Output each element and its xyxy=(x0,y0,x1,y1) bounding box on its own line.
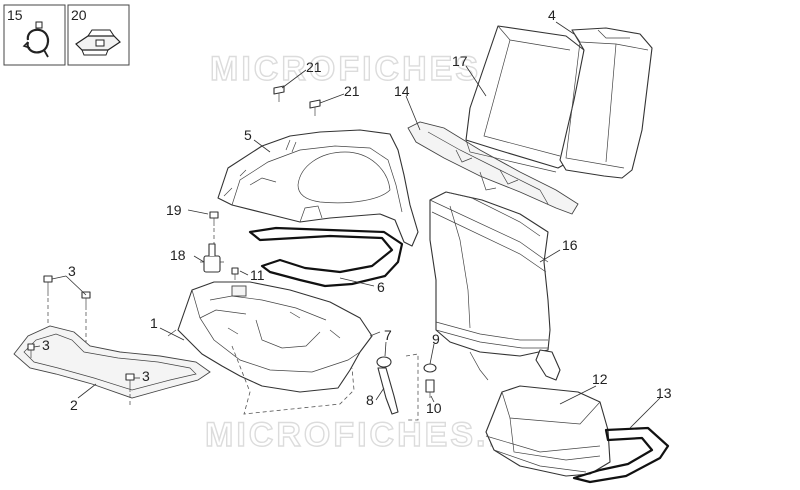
hose-guide xyxy=(405,353,419,421)
part-2-base-plate[interactable] xyxy=(13,325,211,399)
hose-clamp-icon xyxy=(22,21,50,58)
inset-box-15-number: 15 xyxy=(7,7,23,23)
callout-21-b[interactable]: 21 xyxy=(344,83,360,99)
part-13-filter-seal[interactable] xyxy=(572,426,670,484)
assembly-dashed-outline xyxy=(231,345,355,415)
screw-21-a[interactable] xyxy=(273,85,285,102)
callout-7[interactable]: 7 xyxy=(384,327,392,343)
callout-10[interactable]: 10 xyxy=(426,400,442,416)
part-14-frame-bracket[interactable] xyxy=(407,121,579,215)
callout-13[interactable]: 13 xyxy=(656,385,672,401)
callout-16[interactable]: 16 xyxy=(562,237,578,253)
part-17-inner-duct[interactable] xyxy=(465,25,585,173)
callout-21-a[interactable]: 21 xyxy=(306,59,322,75)
inset-box-20[interactable]: 20 xyxy=(67,4,130,66)
callout-3-left[interactable]: 3 xyxy=(42,337,50,353)
part-9-grommet[interactable] xyxy=(423,363,437,373)
callout-2[interactable]: 2 xyxy=(70,397,78,413)
part-4-duct-cover[interactable] xyxy=(559,27,653,179)
callout-14[interactable]: 14 xyxy=(394,83,410,99)
callout-6[interactable]: 6 xyxy=(377,279,385,295)
callout-4[interactable]: 4 xyxy=(548,7,556,23)
inset-box-15-frame xyxy=(3,4,66,66)
spring-clip-icon xyxy=(75,29,121,56)
part-5-airbox-cover[interactable] xyxy=(217,129,419,247)
callout-1[interactable]: 1 xyxy=(150,315,158,331)
callout-3-right[interactable]: 3 xyxy=(142,368,150,384)
part-12-air-filter[interactable] xyxy=(485,385,611,477)
screw-21-b[interactable] xyxy=(309,99,321,116)
leader-lines xyxy=(33,21,661,429)
inset-box-15[interactable]: 15 xyxy=(3,4,66,66)
screw-3-a[interactable] xyxy=(43,275,53,296)
screw-3-c[interactable] xyxy=(27,343,35,358)
callout-19[interactable]: 19 xyxy=(166,202,182,218)
screw-3-d[interactable] xyxy=(125,373,135,392)
callout-8[interactable]: 8 xyxy=(366,392,374,408)
callout-5[interactable]: 5 xyxy=(244,127,252,143)
part-16-intake-duct[interactable] xyxy=(429,191,561,381)
callout-9[interactable]: 9 xyxy=(432,331,440,347)
callout-18[interactable]: 18 xyxy=(170,247,186,263)
part-1-airbox-lower[interactable] xyxy=(167,281,381,393)
callout-3-top[interactable]: 3 xyxy=(68,263,76,279)
screw-11[interactable] xyxy=(231,267,239,280)
callout-12[interactable]: 12 xyxy=(592,371,608,387)
callout-17[interactable]: 17 xyxy=(452,53,468,69)
callout-11[interactable]: 11 xyxy=(250,267,265,283)
part-7-hose-clamp[interactable] xyxy=(376,356,392,368)
screw-19[interactable] xyxy=(209,211,219,226)
inset-box-20-number: 20 xyxy=(71,7,87,23)
part-8-drain-hose[interactable] xyxy=(377,367,399,415)
part-6-cover-gasket[interactable] xyxy=(248,226,404,288)
part-18-breather-valve[interactable] xyxy=(200,243,224,273)
part-10-plug[interactable] xyxy=(425,379,435,398)
